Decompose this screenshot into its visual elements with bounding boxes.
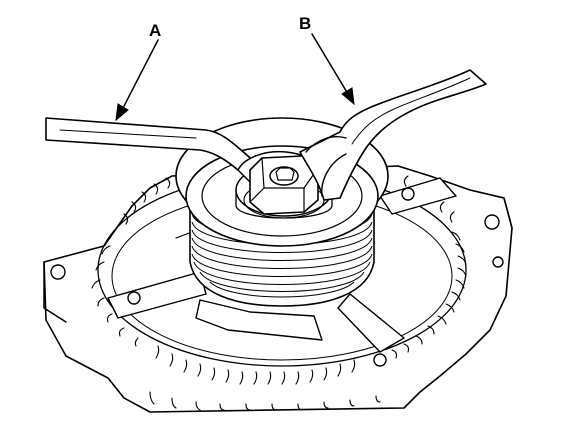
shaft-nut — [249, 155, 319, 215]
callout-label-b: B — [299, 14, 312, 33]
housing-spokes — [107, 177, 457, 353]
arrowhead-a-icon — [115, 103, 129, 122]
callout-label-a: A — [149, 21, 162, 40]
spanner-b-tool — [299, 69, 487, 201]
callout-leader-a — [115, 39, 159, 122]
callout-leader-b — [311, 33, 355, 106]
arrowhead-b-icon — [341, 87, 355, 106]
mounting-holes — [50, 187, 504, 367]
